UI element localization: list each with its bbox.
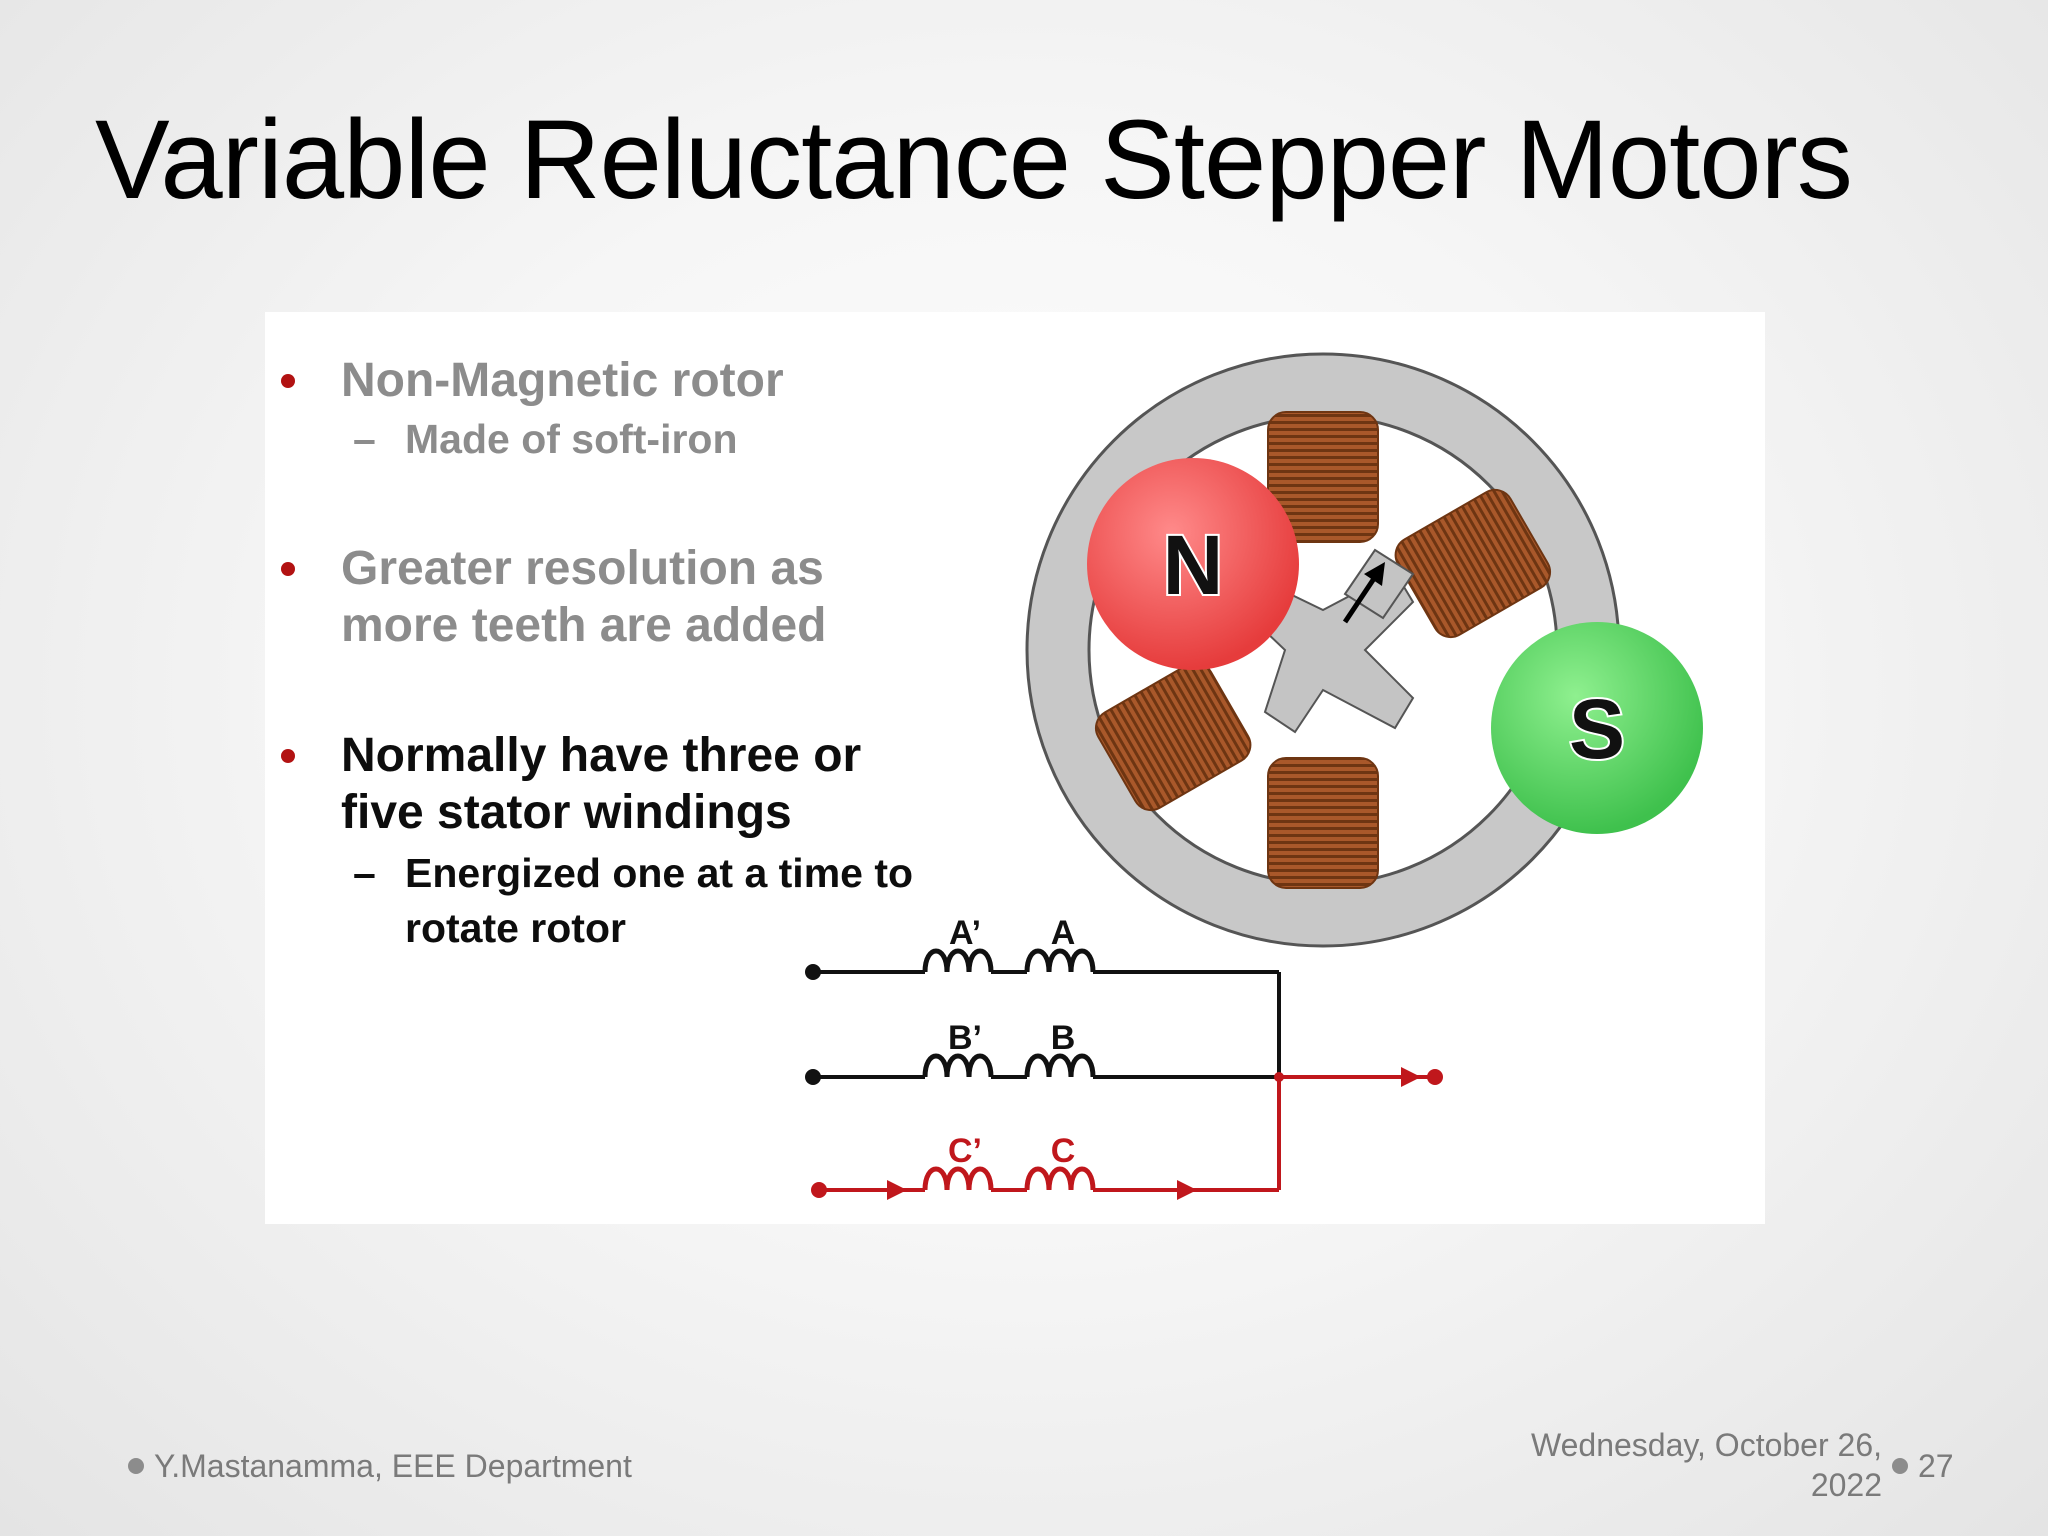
content-panel: Non-Magnetic rotor – Made of soft-iron G…	[265, 312, 1765, 1224]
footer-author: Y.Mastanamma, EEE Department	[128, 1448, 632, 1485]
bullet-3-line-1: Normally have three or	[341, 729, 862, 782]
footer-page-text: 27	[1918, 1448, 1954, 1484]
coil-label-a: A	[1051, 914, 1076, 952]
footer-date-line-2: 2022	[1810, 1467, 1882, 1503]
footer-page-number: 27	[1892, 1448, 1954, 1485]
coil-label-c: C	[1051, 1132, 1076, 1170]
bullet-1-text: Non-Magnetic rotor	[341, 354, 784, 407]
bullet-3-sub-line-1: Energized one at a time to	[405, 850, 914, 896]
bullet-2-line-2: more teeth are added	[341, 599, 827, 652]
bullet-3-line-2: five stator windings	[341, 786, 792, 839]
bullet-dot	[281, 374, 295, 388]
coil-top	[1267, 411, 1379, 543]
footer-author-text: Y.Mastanamma, EEE Department	[154, 1448, 632, 1484]
slide-title: Variable Reluctance Stepper Motors	[95, 97, 1853, 222]
footer-date: Wednesday, October 26, 2022	[1480, 1425, 1882, 1505]
north-label: N	[1163, 518, 1224, 612]
bullet-dot	[281, 749, 295, 763]
north-pole: N	[1087, 458, 1299, 670]
footer-bullet-icon	[1892, 1458, 1908, 1474]
phase-b: B’ B	[805, 1019, 1279, 1085]
bullet-dot	[281, 562, 295, 576]
bullet-1-sub-text: Made of soft-iron	[405, 416, 738, 462]
coil-label-c-prime: C’	[948, 1132, 982, 1170]
phase-c: C’ C	[811, 1067, 1443, 1200]
sub-dash: –	[353, 416, 376, 462]
sub-dash: –	[353, 850, 376, 896]
coil-upper-right	[1394, 488, 1552, 639]
phase-a: A’ A	[805, 914, 1279, 980]
coil-label-b-prime: B’	[948, 1019, 982, 1057]
coil-bottom	[1267, 757, 1379, 889]
south-pole: S	[1491, 622, 1703, 834]
footer-date-line-1: Wednesday, October 26,	[1530, 1427, 1882, 1463]
south-label: S	[1569, 682, 1625, 776]
footer-bullet-icon	[128, 1458, 144, 1474]
winding-circuit: A’ A B’ B	[805, 914, 1443, 1200]
bullet-2-line-1: Greater resolution as	[341, 542, 824, 595]
coil-label-a-prime: A’	[949, 914, 981, 952]
stepper-diagram: N S A’ A	[805, 352, 1703, 1200]
rotor-arrow	[1342, 572, 1380, 624]
coil-lower-left	[1094, 661, 1252, 812]
coil-label-b: B	[1051, 1019, 1076, 1057]
stator-coils	[1094, 411, 1552, 889]
bullet-3-sub-line-2: rotate rotor	[405, 905, 626, 951]
